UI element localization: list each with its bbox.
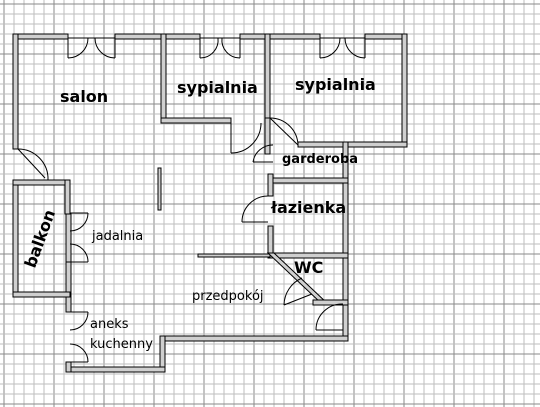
door-garderoba [252,144,274,163]
door-bedroom-1 [230,122,262,154]
door-bedroom-2 [269,117,299,146]
window-bedroom-2 [319,37,366,59]
wall-right-upper [401,33,408,147]
wall-kitchen-bottom [65,366,166,373]
door-wc [283,277,313,306]
room-label-dining: jadalnia [92,229,144,244]
room-label-bedroom-1: sypialnia [177,78,258,97]
wall-bath-left-top [267,173,274,197]
partition-hall [197,253,271,258]
wall-kitchen-left-mid [65,261,72,313]
wall-left-lower [12,179,19,298]
wall-kitchen-left-top [65,212,72,265]
room-label-bedroom-2: sypialnia [295,75,376,94]
balcony-top [12,179,71,186]
window-kitchen [69,311,89,363]
room-label-salon: salon [60,87,109,106]
room-label-wc: WC [294,258,324,277]
door-bathroom [241,195,269,223]
room-label-hallway: przedpokój [192,289,264,304]
wall-wc-right [342,257,349,305]
balcony-right [64,179,71,215]
wall-bed1-left [160,33,167,123]
partition-salon [157,167,162,211]
doors [17,117,344,331]
wall-wc-bottom [312,299,349,306]
window-bedroom-1 [199,37,241,59]
wall-top-left [12,33,69,40]
wall-corridor-bottom [159,335,349,342]
balcony-bottom [12,291,71,298]
window-salon [67,37,116,59]
room-label-garderoba: garderoba [282,152,359,167]
windows [67,37,366,363]
room-label-kitchen-line2: kuchenny [90,337,153,352]
wall-top-mid [114,33,201,40]
wall-bed-divider [264,33,271,123]
room-label-kitchen-line1: aneks [90,317,129,332]
wall-top-right [364,33,407,40]
door-balcony [17,148,49,181]
wall-top-mid2 [239,33,321,40]
window-dining [69,212,89,263]
wall-kitchen-left-bot [65,361,72,373]
wall-gard-bottom [267,177,349,184]
wall-door-jamb [264,117,271,155]
room-label-bathroom: łazienka [271,198,347,217]
door-entrance [315,303,344,331]
wall-bed2-bottom [297,141,408,148]
wall-corridor-right [342,303,349,341]
wall-left-upper [12,33,19,150]
wall-bed1-bottom [160,117,232,124]
